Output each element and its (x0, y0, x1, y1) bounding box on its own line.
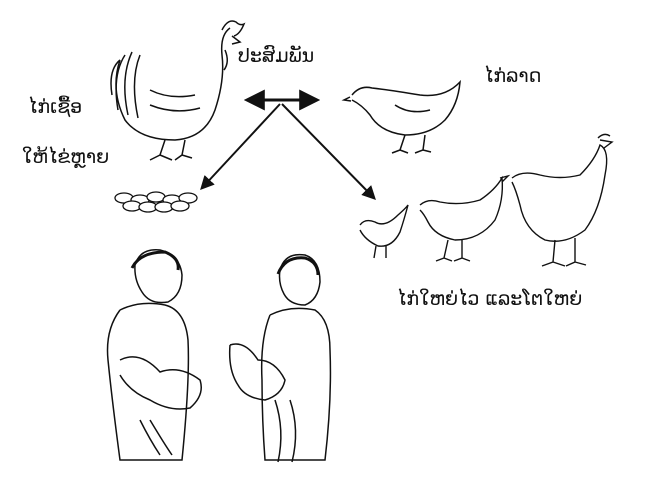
rooster-drawing (111, 21, 244, 160)
crossbreed-label: ປະສົມພັນ (238, 45, 314, 67)
arrows (202, 100, 374, 198)
farmers-drawing (108, 250, 331, 462)
arrow-to-eggs (202, 104, 280, 188)
growing-chickens-drawing (360, 134, 612, 266)
local-hen-drawing (344, 82, 460, 153)
eggs-drawing (115, 192, 197, 212)
more-eggs-label: ໃຫ້ໄຂ່ຫຼາຍ (22, 146, 109, 168)
local-hen-label: ໄກ່ລາດ (484, 65, 541, 87)
foreign-rooster-label: ໄກ່ເຊື້ອ (28, 96, 82, 118)
arrow-to-growing-chickens (282, 104, 374, 198)
fast-growth-label: ໄກ່ໃຫຍ່ໄວ ແລະໂຕໃຫຍ່ (397, 288, 582, 310)
